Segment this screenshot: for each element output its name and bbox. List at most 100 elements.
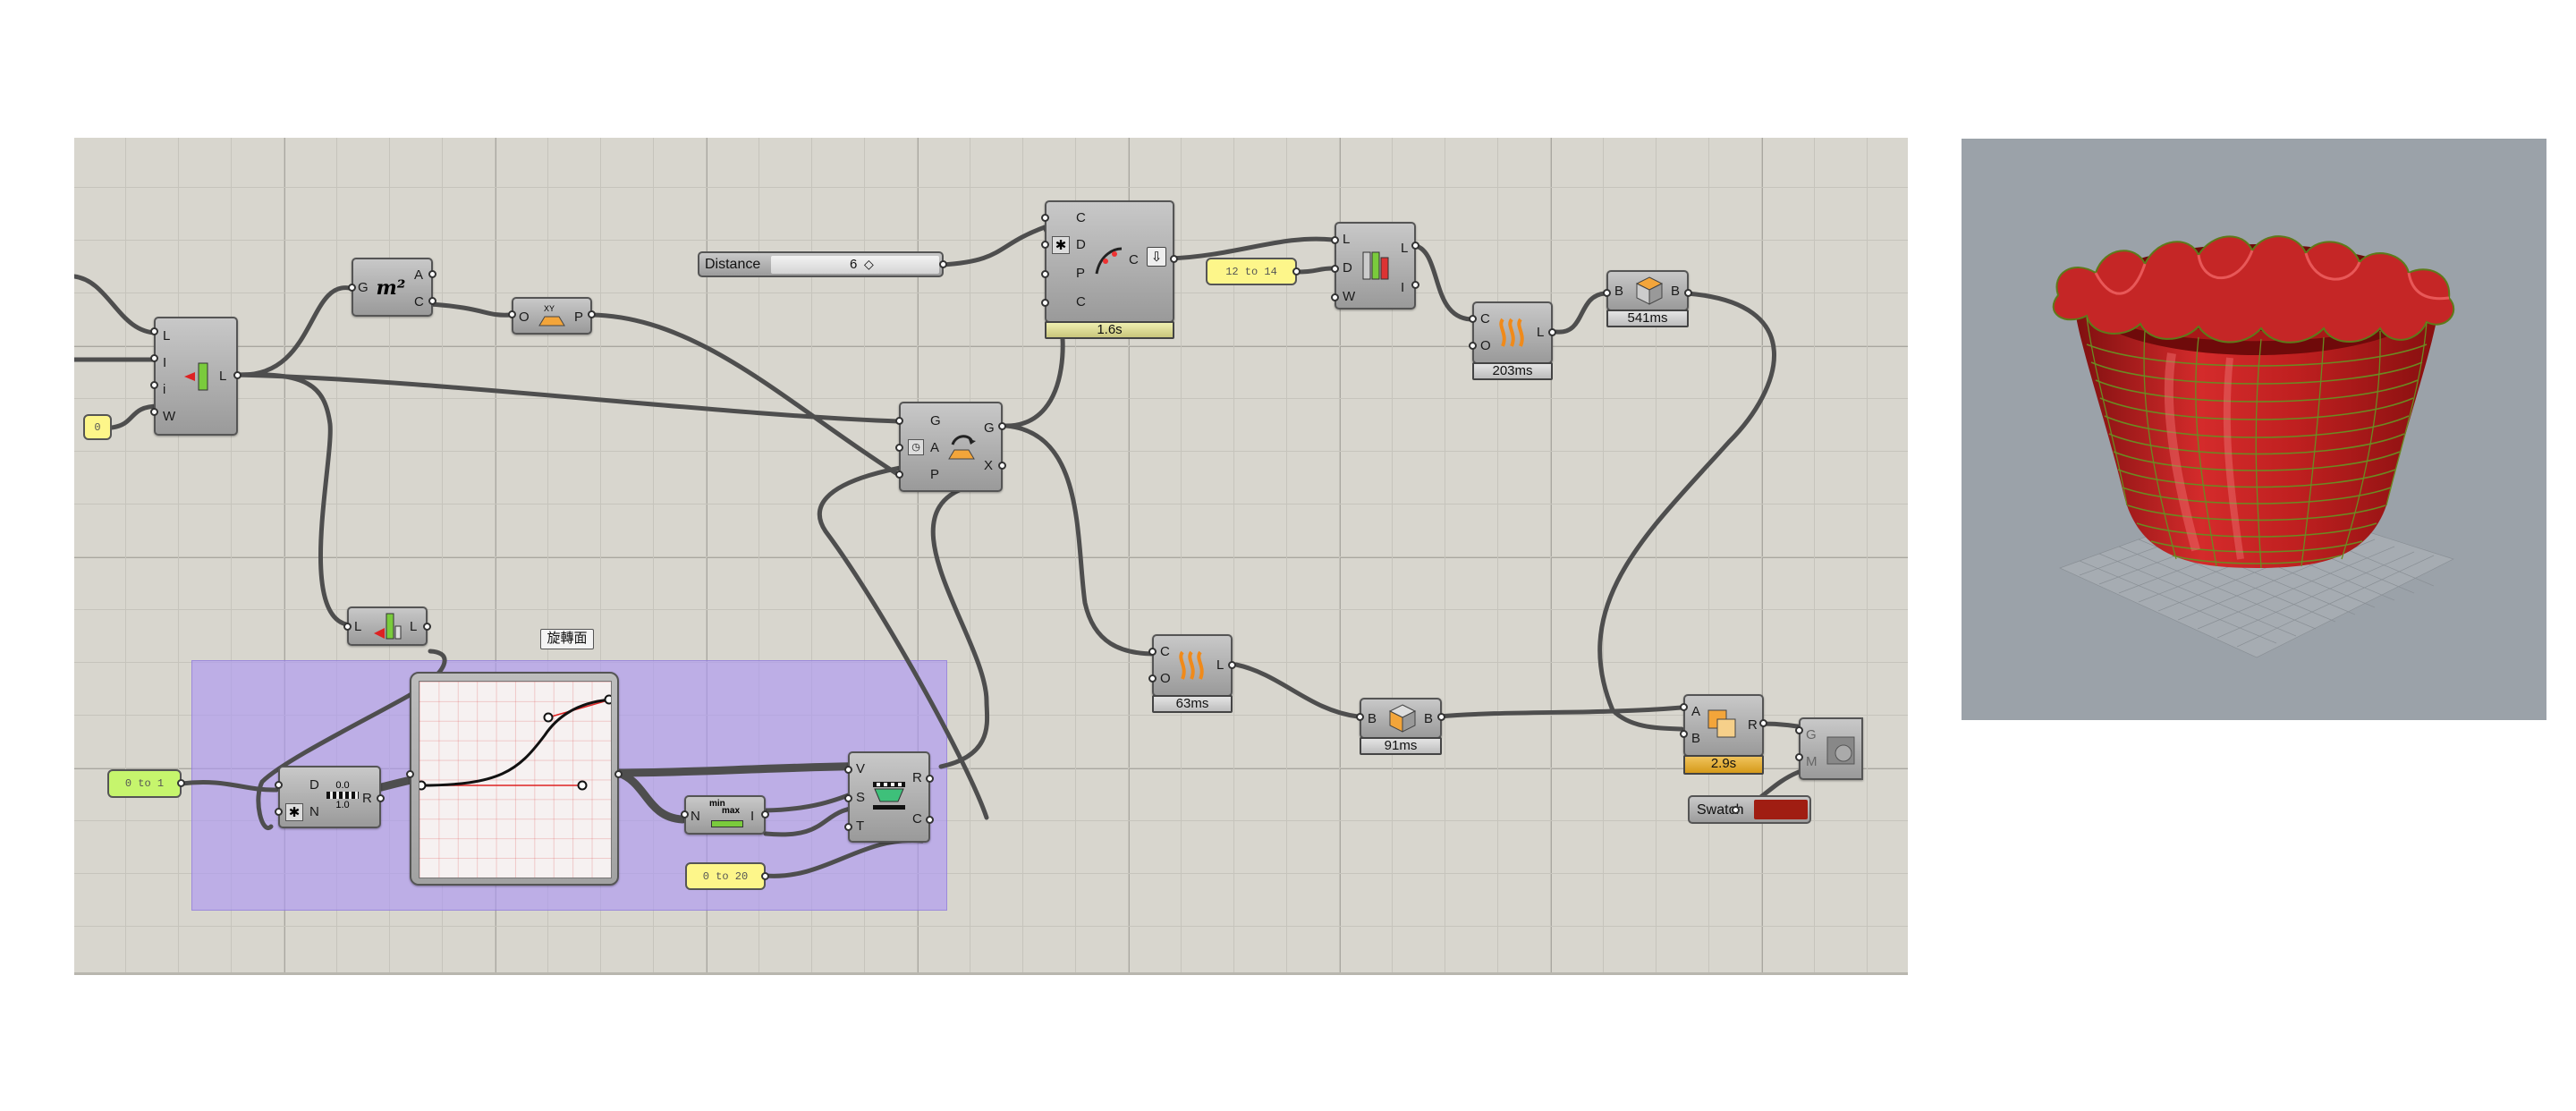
slider-label: Distance [705, 257, 761, 272]
pipe-component-bottom[interactable]: C O L [1152, 634, 1233, 697]
port[interactable] [1041, 214, 1049, 222]
input-label: M [1806, 754, 1818, 769]
port[interactable] [428, 297, 436, 305]
timer-box-top: 541ms [1606, 310, 1689, 327]
panel-0-to-20[interactable]: 0 to 20 [685, 862, 766, 890]
port[interactable] [1680, 703, 1688, 711]
port[interactable] [1356, 713, 1364, 721]
port[interactable] [1411, 242, 1419, 250]
range-component[interactable]: D N R ✱ 0.0 1.0 [278, 766, 381, 828]
bounds-component[interactable]: N I min max [684, 795, 766, 835]
distance-slider[interactable]: Distance 6 ◇ [698, 251, 944, 277]
port[interactable] [1331, 293, 1339, 301]
port[interactable] [1170, 255, 1178, 263]
slider-track[interactable]: 6 ◇ [771, 256, 939, 274]
deconstruct-plane-component[interactable]: O P XY [512, 297, 592, 335]
port[interactable] [844, 794, 852, 802]
preview-icon [1824, 734, 1858, 768]
port[interactable] [1041, 270, 1049, 278]
range-bar [326, 792, 359, 799]
port[interactable] [998, 422, 1006, 430]
port[interactable] [1437, 713, 1445, 721]
graph-mapper-component[interactable] [410, 672, 619, 886]
port[interactable] [1041, 299, 1049, 307]
port[interactable] [377, 794, 385, 802]
port[interactable] [844, 766, 852, 774]
swatch-color[interactable] [1754, 800, 1808, 819]
curve-component[interactable]: C D P C C ✱ ⇩ [1045, 200, 1174, 323]
range-icon: 0.0 1.0 [326, 780, 359, 816]
box-component-bottom[interactable]: B B [1360, 698, 1442, 739]
port[interactable] [348, 284, 356, 292]
port[interactable] [588, 310, 596, 318]
port[interactable] [275, 781, 283, 789]
graph-area[interactable] [419, 681, 612, 878]
port[interactable] [761, 810, 769, 818]
port[interactable] [895, 444, 903, 452]
panel-12-to-14[interactable]: 12 to 14 [1206, 258, 1297, 285]
port[interactable] [423, 623, 431, 631]
port[interactable] [926, 816, 934, 824]
output-label: B [1671, 284, 1681, 299]
port[interactable] [177, 779, 185, 787]
pipe-component-top[interactable]: C O L [1472, 301, 1553, 364]
list-item-component[interactable]: L I i W L [154, 317, 238, 436]
wire [233, 285, 352, 377]
port[interactable] [761, 872, 769, 880]
port[interactable] [1759, 719, 1767, 727]
param-asterisk-icon: ✱ [1052, 236, 1070, 254]
area-component[interactable]: G A C m² [352, 258, 433, 317]
port[interactable] [406, 770, 414, 778]
port[interactable] [614, 770, 623, 778]
port[interactable] [1795, 753, 1803, 761]
port[interactable] [1795, 726, 1803, 734]
port[interactable] [1292, 267, 1301, 276]
port[interactable] [1331, 236, 1339, 244]
sublist-component[interactable]: L D W L I [1335, 222, 1416, 310]
port[interactable] [998, 462, 1006, 470]
custom-preview-component[interactable]: G M [1799, 717, 1863, 780]
port[interactable] [1469, 315, 1477, 323]
rotate-component[interactable]: G A P G X ◷ [899, 402, 1003, 492]
port[interactable] [1228, 661, 1236, 669]
port[interactable] [939, 260, 947, 268]
port[interactable] [233, 371, 242, 379]
port[interactable] [150, 381, 158, 389]
port[interactable] [428, 270, 436, 278]
port[interactable] [844, 823, 852, 831]
port[interactable] [1732, 806, 1740, 814]
port[interactable] [1331, 265, 1339, 273]
pipe-icon [1175, 649, 1209, 683]
port[interactable] [1548, 328, 1556, 336]
port[interactable] [1469, 342, 1477, 350]
grasshopper-canvas[interactable]: 旋轉面 [74, 138, 1908, 975]
remap-component[interactable]: V S T R C [848, 751, 930, 843]
port[interactable] [1603, 289, 1611, 297]
colour-swatch[interactable]: Swatch [1688, 795, 1811, 824]
reverse-list-component[interactable]: L L [347, 606, 428, 646]
panel-zero[interactable]: 0 [83, 414, 112, 440]
port[interactable] [681, 810, 689, 818]
rhino-viewport[interactable] [1962, 139, 2546, 720]
port[interactable] [150, 327, 158, 335]
port[interactable] [1041, 241, 1049, 249]
port[interactable] [150, 408, 158, 416]
port[interactable] [1680, 730, 1688, 738]
port[interactable] [926, 775, 934, 783]
box-component-top[interactable]: B B [1606, 270, 1689, 311]
port[interactable] [508, 310, 516, 318]
solid-union-component[interactable]: A B R [1683, 694, 1764, 757]
port[interactable] [275, 808, 283, 816]
output-label: L [410, 619, 418, 634]
port[interactable] [895, 417, 903, 425]
port[interactable] [343, 623, 352, 631]
port[interactable] [1684, 289, 1692, 297]
panel-0-to-1[interactable]: 0 to 1 [107, 769, 182, 798]
port[interactable] [1148, 648, 1157, 656]
port[interactable] [1148, 674, 1157, 683]
port[interactable] [150, 354, 158, 362]
port[interactable] [895, 471, 903, 479]
port[interactable] [1411, 281, 1419, 289]
curve-icon [1093, 245, 1125, 277]
wire [233, 372, 381, 630]
